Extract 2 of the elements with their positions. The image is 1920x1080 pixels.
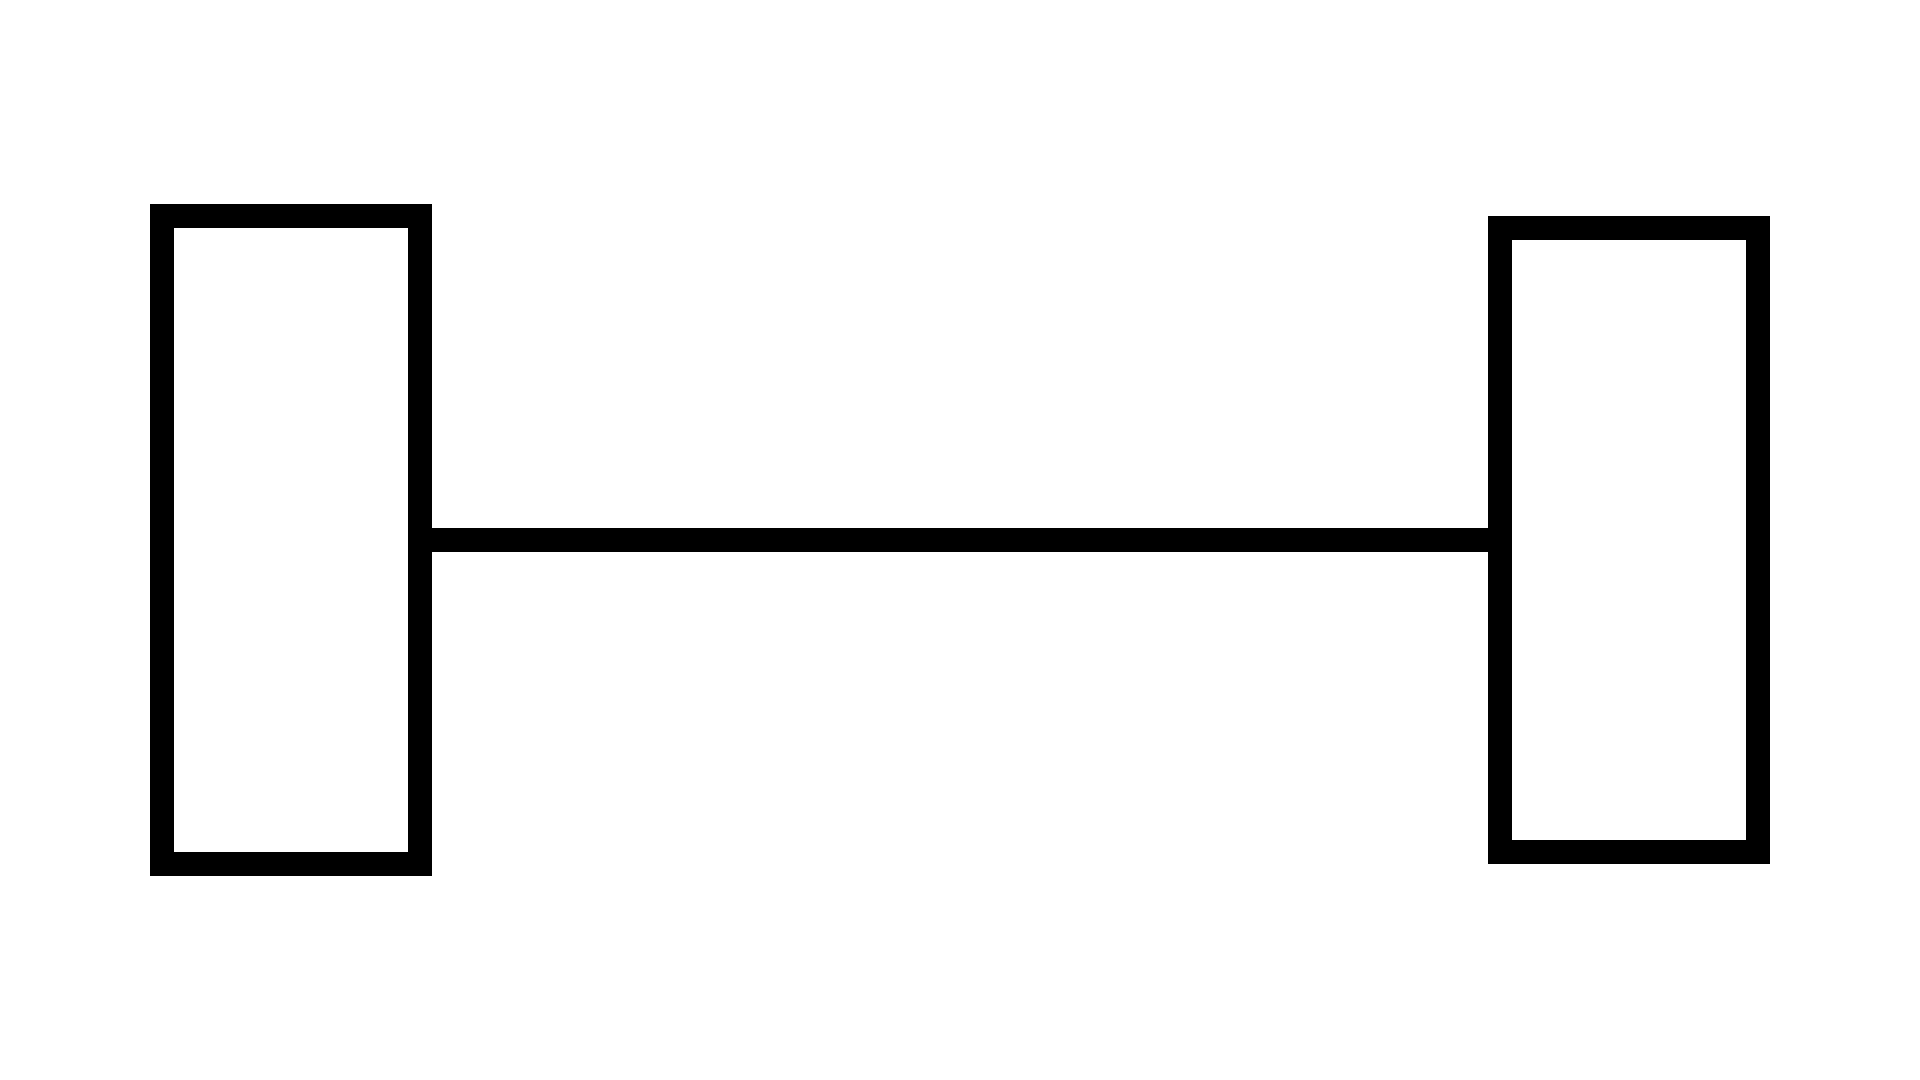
node-box	[150, 204, 432, 876]
node-box	[1488, 216, 1770, 864]
